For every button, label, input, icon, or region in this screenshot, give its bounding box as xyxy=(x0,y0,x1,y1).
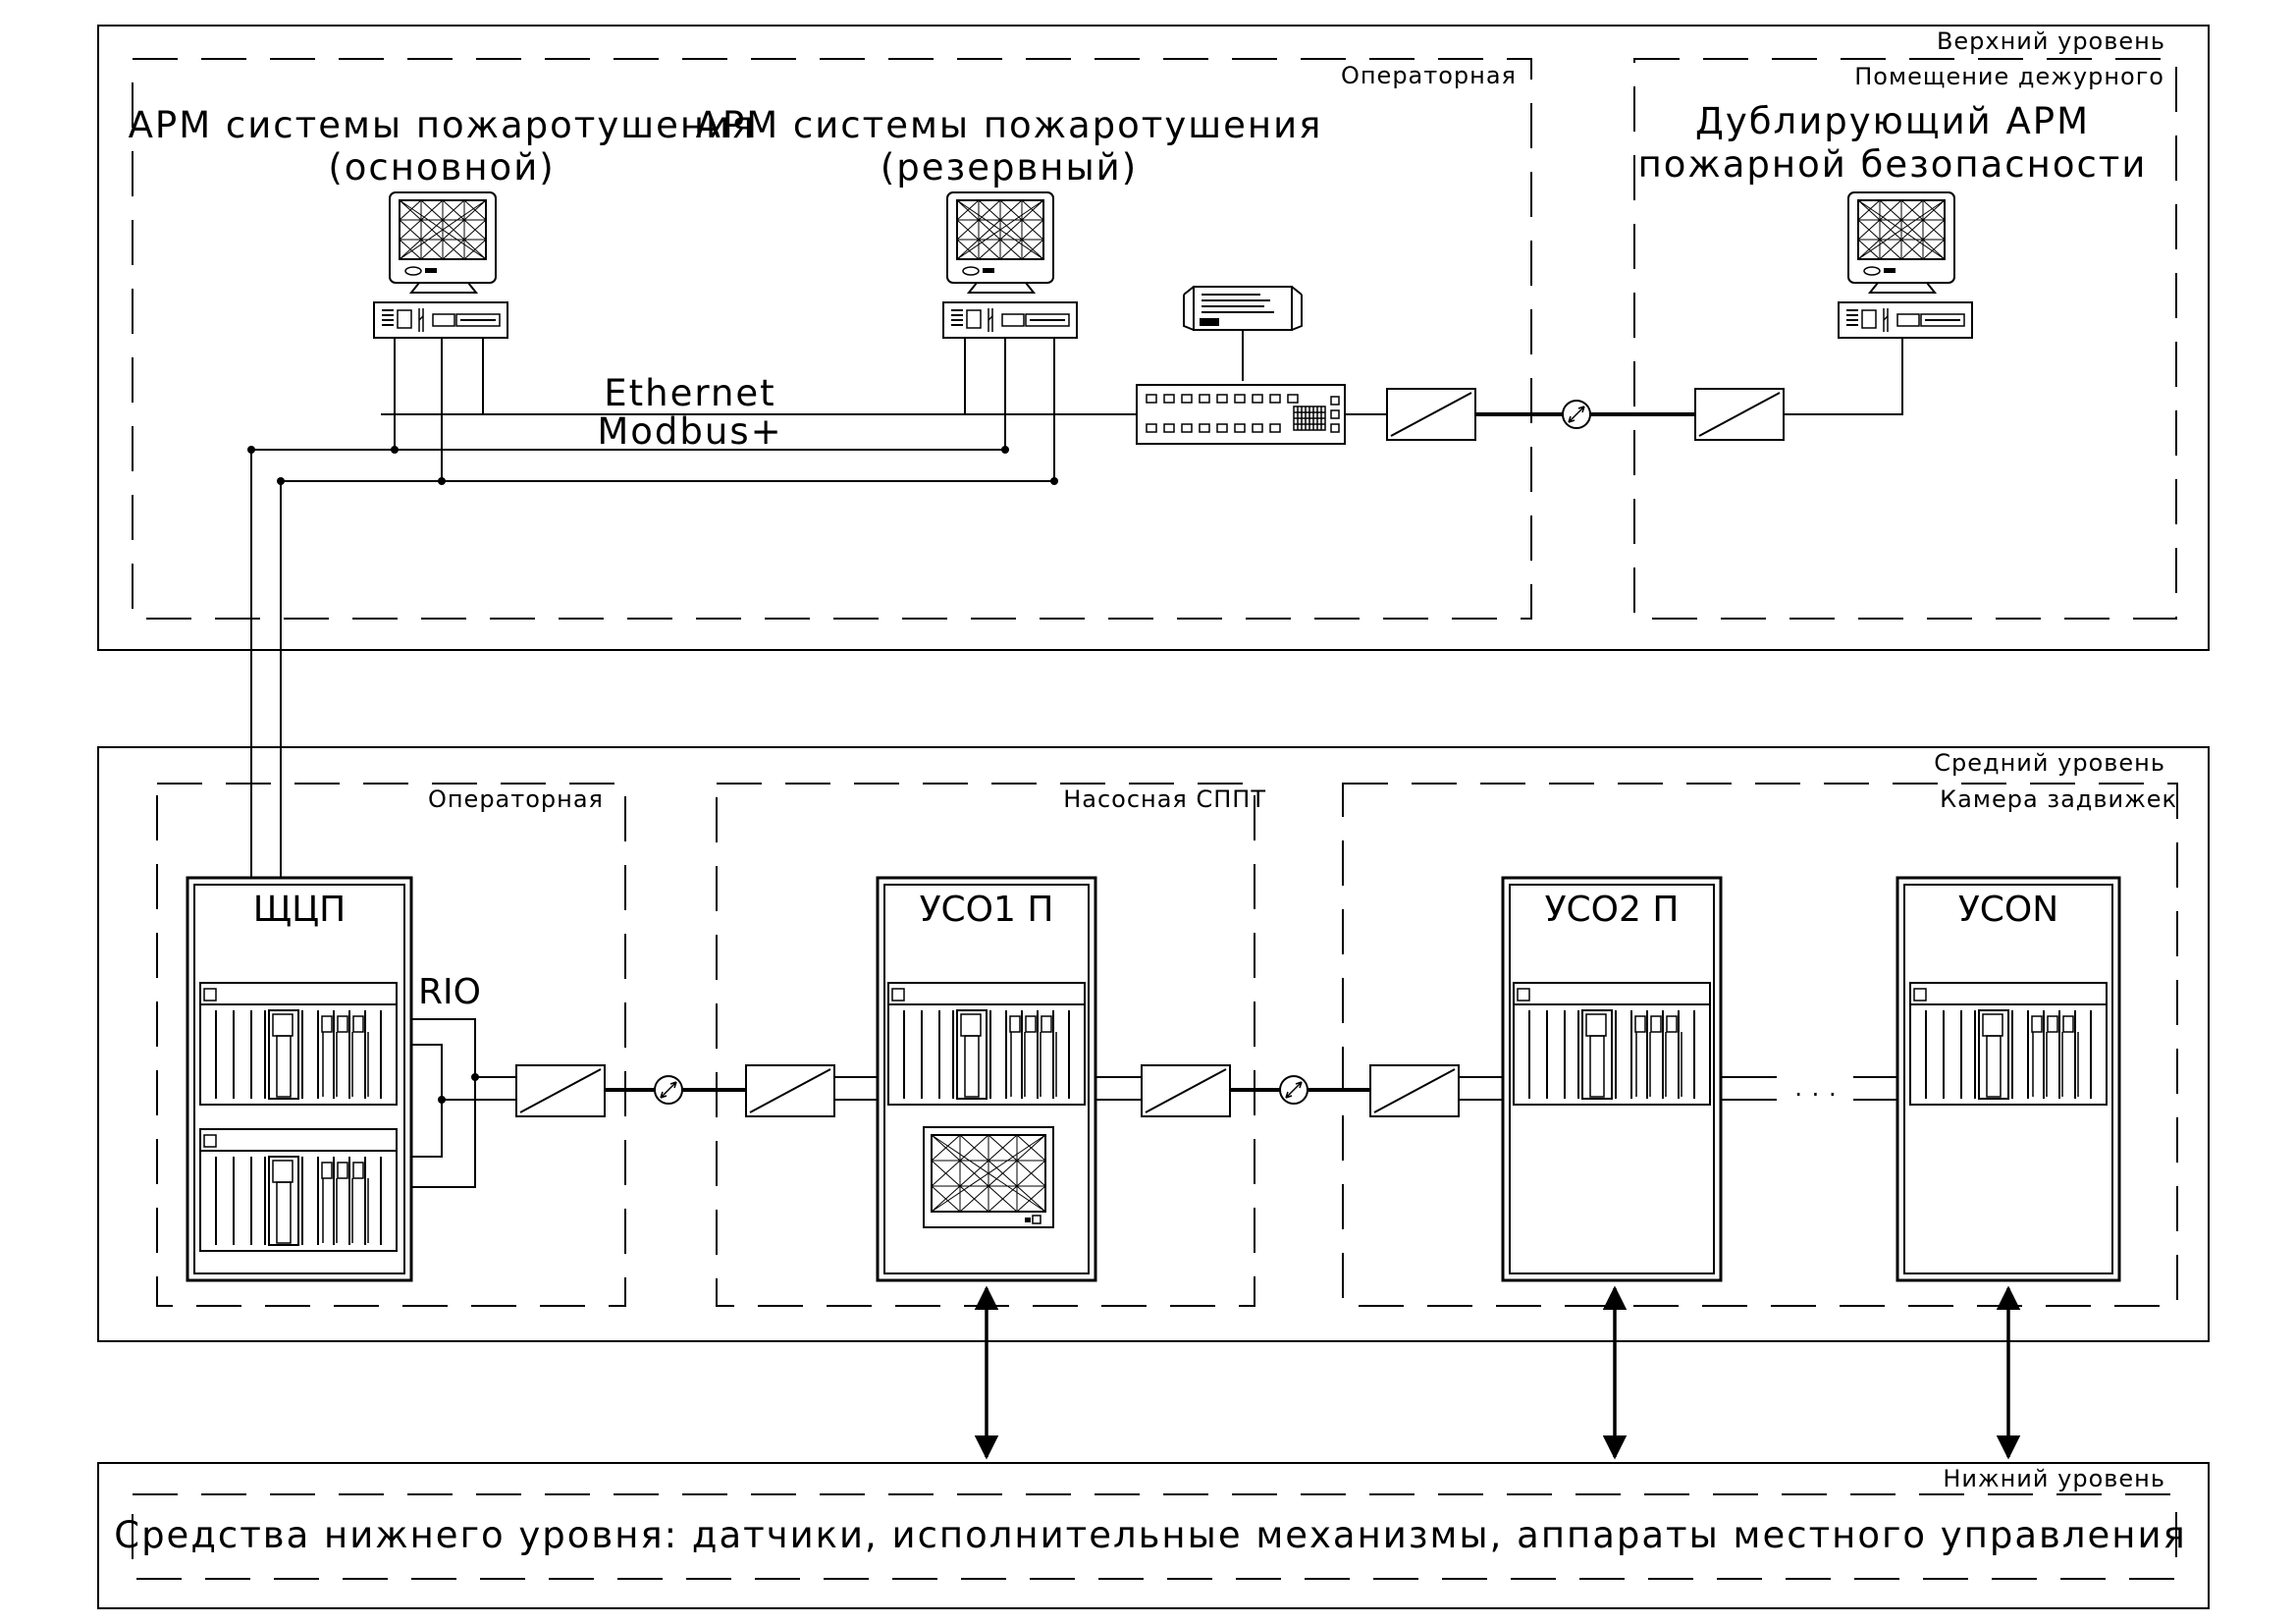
valve-chamber-label: Камера задвижек xyxy=(1940,785,2177,813)
junction-dot xyxy=(1001,446,1009,454)
system-unit-icon xyxy=(1838,301,1973,339)
media-converter-icon xyxy=(745,1064,835,1117)
copper-line xyxy=(1721,1076,1897,1101)
media-converter-icon xyxy=(515,1064,606,1117)
valve-chamber-zone xyxy=(1342,783,2178,1307)
plc-rack xyxy=(199,982,398,1106)
junction-dot xyxy=(471,1073,479,1081)
copper-line xyxy=(834,1076,881,1101)
shcp-cabinet-label: ЩЦП xyxy=(253,890,346,930)
operator-panel xyxy=(923,1126,1054,1228)
copper-line xyxy=(1459,1076,1503,1101)
monitor-icon xyxy=(1847,191,1955,294)
network-switch-icon xyxy=(1136,384,1346,445)
fiber-coupler-icon xyxy=(1279,1075,1308,1105)
uso2-cabinet-label: УСО2 П xyxy=(1545,890,1680,930)
dup-workstation-caption-line2: пожарной безопасности xyxy=(1638,143,2148,186)
media-converter-icon xyxy=(1141,1064,1231,1117)
uson-cabinet xyxy=(1896,876,2121,1282)
reserve-workstation-caption-line1: АРМ системы пожаротушения xyxy=(696,104,1323,146)
rio-label: RIO xyxy=(418,972,481,1012)
dup-workstation-link xyxy=(1784,338,1903,415)
uso1-cabinet xyxy=(876,876,1097,1282)
plc-rack xyxy=(887,982,1086,1106)
middle-level-frame xyxy=(97,746,2210,1342)
lower-level-frame xyxy=(97,1462,2210,1609)
lower-level-label: Нижний уровень xyxy=(1943,1465,2165,1492)
upper-level-frame xyxy=(97,25,2210,651)
upper-level-label: Верхний уровень xyxy=(1937,27,2165,55)
printer-icon xyxy=(1183,286,1303,381)
main-workstation-caption-line1: АРМ системы пожаротушения xyxy=(129,104,756,146)
operator-room-top-label: Операторная xyxy=(1341,62,1517,89)
plc-rack xyxy=(1909,982,2108,1106)
ethernet-label: Ethernet xyxy=(604,372,775,414)
lower-level-description: Средства нижнего уровня: датчики, исполн… xyxy=(114,1514,2187,1556)
media-converter-icon xyxy=(1694,388,1785,441)
plc-rack xyxy=(199,1128,398,1252)
middle-level-label: Средний уровень xyxy=(1934,749,2165,777)
uson-cabinet-label: УСОN xyxy=(1958,890,2058,930)
lower-level-zone xyxy=(132,1493,2177,1580)
reserve-workstation-caption-line2: (резервный) xyxy=(881,146,1138,189)
ellipsis-text: . . . xyxy=(1794,1074,1837,1102)
pump-station-label: Насосная СППТ xyxy=(1063,785,1266,813)
junction-dot xyxy=(391,446,399,454)
media-converter-icon xyxy=(1386,388,1476,441)
fiber-coupler-icon xyxy=(654,1075,683,1105)
system-unit-icon xyxy=(942,301,1078,339)
modbus-label: Modbus+ xyxy=(597,410,782,453)
junction-dot xyxy=(438,1096,446,1104)
main-ws-droplines xyxy=(394,338,484,481)
rio-bus xyxy=(475,1076,516,1101)
media-converter-icon xyxy=(1369,1064,1460,1117)
junction-dot xyxy=(1050,477,1058,485)
reserve-workstation xyxy=(942,191,1078,339)
plc-rack xyxy=(1513,982,1711,1106)
operator-room-mid-label: Операторная xyxy=(428,785,604,813)
shcp-cabinet xyxy=(186,876,413,1282)
operator-room-mid-zone xyxy=(156,783,626,1307)
fiber-coupler-icon xyxy=(1562,400,1591,429)
system-unit-icon xyxy=(373,301,508,339)
reserve-ws-droplines xyxy=(964,338,1055,481)
operator-room-top-zone xyxy=(132,58,1532,620)
monitor-icon xyxy=(946,191,1054,294)
copper-line xyxy=(1095,1076,1142,1101)
main-workstation xyxy=(373,191,508,339)
uso1-cabinet-label: УСО1 П xyxy=(920,890,1054,930)
duty-room-label: Помещение дежурного xyxy=(1854,63,2164,90)
dup-workstation xyxy=(1838,191,1973,339)
junction-dot xyxy=(438,477,446,485)
monitor-icon xyxy=(389,191,497,294)
main-workstation-caption-line2: (основной) xyxy=(328,146,555,189)
uso2-cabinet xyxy=(1501,876,1723,1282)
dup-workstation-caption-line1: Дублирующий АРМ xyxy=(1695,100,2090,142)
